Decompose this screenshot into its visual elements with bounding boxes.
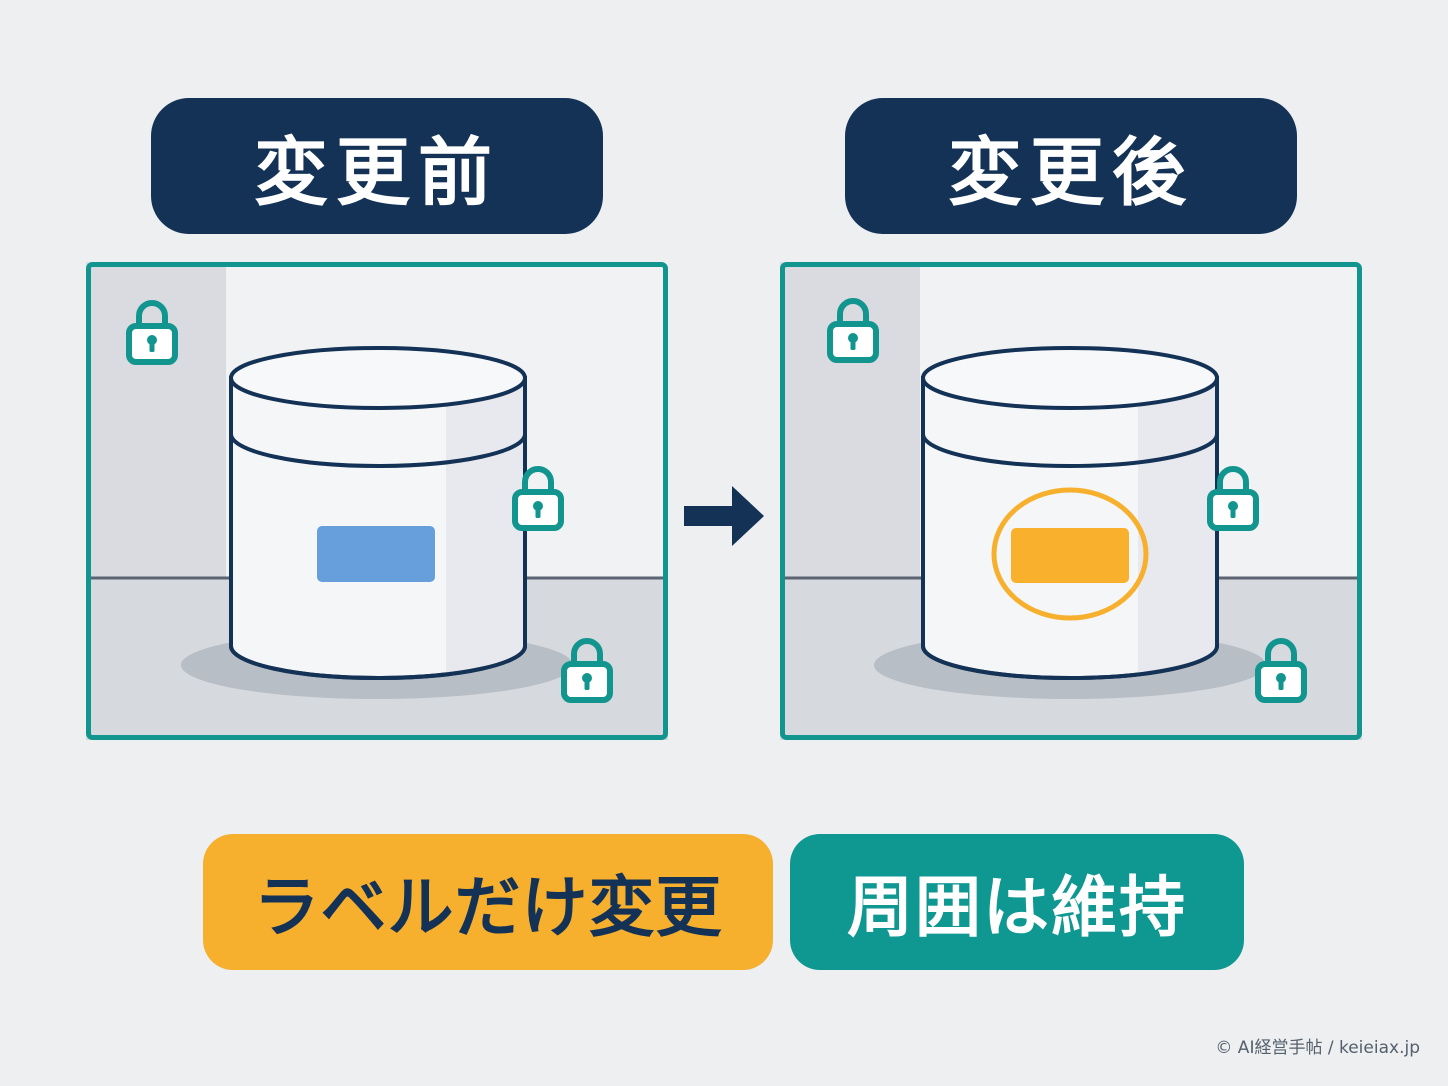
note-surroundings-kept: 周囲は維持 [790, 834, 1244, 970]
arrow-right-icon [684, 486, 764, 546]
scene-before [86, 262, 668, 740]
title-after: 変更後 [845, 98, 1297, 234]
label-after [1011, 528, 1129, 583]
jar-before [229, 346, 527, 680]
title-before: 変更前 [151, 98, 603, 234]
jar-after [921, 346, 1219, 680]
panel-before [86, 262, 668, 740]
note-label-only-changed: ラベルだけ変更 [203, 834, 773, 970]
credit: © AI経営手帖 / keieiax.jp [1215, 1038, 1420, 1058]
panel-after [780, 262, 1362, 740]
highlight-circle [991, 487, 1149, 621]
label-before [317, 526, 435, 582]
scene-after [780, 262, 1362, 740]
